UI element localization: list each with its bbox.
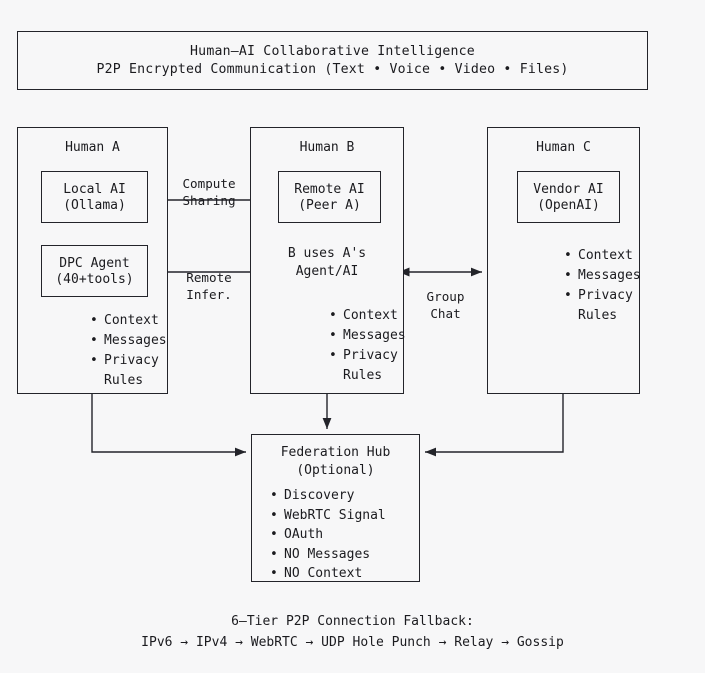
- group-chat-line-1: Group: [426, 289, 465, 304]
- node-human-b[interactable]: Human B Remote AI (Peer A) B uses A's Ag…: [250, 127, 406, 394]
- compute-sharing-line-2: Sharing: [182, 193, 236, 208]
- local-ai-label-line-1: Local AI: [63, 181, 126, 197]
- federation-hub-title-line-2: (Optional): [296, 463, 375, 478]
- footer-line-1: 6–Tier P2P Connection Fallback:: [231, 614, 474, 629]
- vendor-ai-label-line-1: Vendor AI: [533, 181, 604, 197]
- vendor-ai-label-line-2: (OpenAI): [537, 197, 600, 213]
- header-banner: Human–AI Collaborative Intelligence P2P …: [17, 31, 648, 90]
- edge-label-group-chat: Group Chat: [404, 288, 487, 322]
- remote-ai-label-line-1: Remote AI: [294, 181, 365, 197]
- group-chat-line-2: Chat: [430, 306, 461, 321]
- human-b-remote-ai-box[interactable]: Remote AI (Peer A): [278, 171, 381, 223]
- remote-infer-line-2: Infer.: [186, 287, 232, 302]
- list-item: Rules: [343, 368, 383, 383]
- list-item: Rules: [578, 308, 618, 323]
- node-federation-hub[interactable]: Federation Hub (Optional) Discovery WebR…: [251, 434, 420, 584]
- dpc-agent-label-line-1: DPC Agent: [59, 255, 130, 271]
- edge-c-to-hub: [425, 394, 564, 457]
- footer-line-2: IPv6 → IPv4 → WebRTC → UDP Hole Punch → …: [141, 635, 564, 650]
- list-item: Privacy: [90, 351, 167, 371]
- list-item: WebRTC Signal: [270, 506, 419, 526]
- header-title-line-1: Human–AI Collaborative Intelligence: [190, 44, 475, 59]
- remote-ai-label-line-2: (Peer A): [298, 197, 361, 213]
- list-item: NO Messages: [270, 545, 419, 565]
- usage-note-line-2: Agent/AI: [295, 264, 359, 279]
- compute-sharing-line-1: Compute: [182, 176, 236, 191]
- node-human-a[interactable]: Human A Local AI (Ollama) DPC Agent (40+…: [17, 127, 168, 394]
- human-a-local-ai-box[interactable]: Local AI (Ollama): [41, 171, 148, 223]
- remote-infer-line-1: Remote: [186, 270, 232, 285]
- list-item: Rules: [104, 373, 144, 388]
- usage-note-line-1: B uses A's: [287, 246, 367, 261]
- human-a-bullet-list: Context Messages Privacy Rules: [50, 311, 167, 391]
- list-item: NO Context: [270, 564, 419, 584]
- edge-label-remote-inference: Remote Infer.: [168, 269, 250, 303]
- list-item: Discovery: [270, 486, 419, 506]
- federation-hub-bullet-list: Discovery WebRTC Signal OAuth NO Message…: [252, 486, 419, 584]
- list-item: OAuth: [270, 525, 419, 545]
- list-item: Context: [564, 246, 641, 266]
- list-item: Context: [90, 311, 167, 331]
- footer-caption: 6–Tier P2P Connection Fallback: IPv6 → I…: [0, 611, 705, 653]
- list-item: Messages: [564, 266, 641, 286]
- list-item: Messages: [90, 331, 167, 351]
- dpc-agent-label-line-2: (40+tools): [55, 271, 134, 287]
- human-b-bullet-list: Context Messages Privacy Rules: [289, 306, 406, 386]
- list-item: Privacy: [329, 346, 406, 366]
- human-a-dpc-agent-box[interactable]: DPC Agent (40+tools): [41, 245, 148, 297]
- local-ai-label-line-2: (Ollama): [63, 197, 126, 213]
- header-title-line-2: P2P Encrypted Communication (Text • Voic…: [96, 62, 569, 77]
- federation-hub-title-line-1: Federation Hub: [280, 445, 391, 460]
- edge-label-compute-sharing: Compute Sharing: [168, 175, 250, 209]
- human-c-bullet-list: Context Messages Privacy Rules: [524, 246, 641, 326]
- edge-a-to-hub: [91, 394, 246, 457]
- human-c-vendor-ai-box[interactable]: Vendor AI (OpenAI): [517, 171, 620, 223]
- node-human-c[interactable]: Human C Vendor AI (OpenAI) Context Messa…: [487, 127, 641, 394]
- list-item: Messages: [329, 326, 406, 346]
- human-a-title: Human A: [65, 140, 120, 155]
- human-c-title: Human C: [536, 140, 591, 155]
- list-item: Privacy: [564, 286, 641, 306]
- list-item: Context: [329, 306, 406, 326]
- human-b-usage-note: B uses A's Agent/AI: [251, 245, 403, 281]
- human-b-title: Human B: [299, 140, 355, 155]
